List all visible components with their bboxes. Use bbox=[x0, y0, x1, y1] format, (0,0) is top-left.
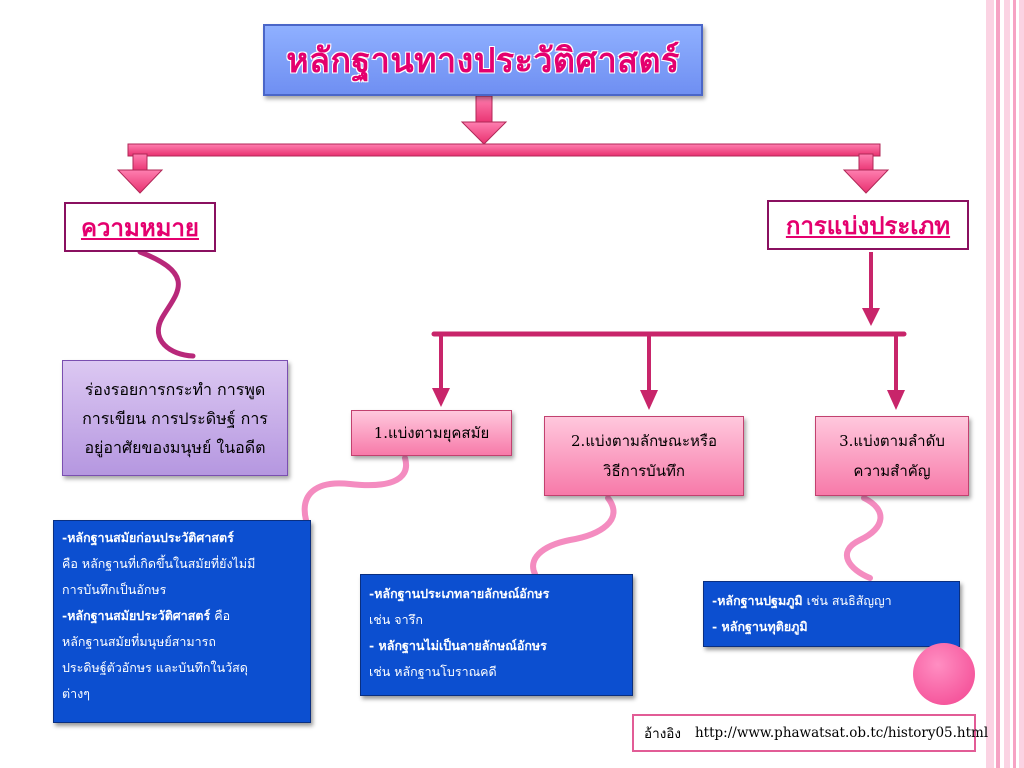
detail-term: -หลักฐานปฐมภูมิ bbox=[712, 593, 803, 608]
detail-line: เช่น หลักฐานโบราณคดี bbox=[369, 664, 497, 679]
meaning-heading-box: ความหมาย bbox=[64, 202, 216, 252]
reference-url[interactable]: http://www.phawatsat.ob.tc/history05.htm… bbox=[694, 725, 989, 741]
border-stripe-5 bbox=[1019, 0, 1024, 768]
left-down-arrow bbox=[116, 153, 164, 194]
category3-down-arrow bbox=[887, 334, 905, 410]
detail-text: คือ bbox=[210, 608, 231, 623]
recording-detail-box: -หลักฐานประเภทลายลักษณ์อักษร เช่น จารึก … bbox=[360, 574, 633, 696]
border-stripe-1 bbox=[986, 0, 994, 768]
classification-heading: การแบ่งประเภท bbox=[785, 211, 951, 240]
detail-line: คือ หลักฐานที่เกิดขึ้นในสมัยที่ยังไม่มี bbox=[62, 556, 256, 571]
detail-text: เช่น สนธิสัญญา bbox=[802, 593, 892, 608]
reference-box: อ้างอิง http://www.phawatsat.ob.tc/histo… bbox=[632, 714, 988, 752]
category-recording-line: วิธีการบันทึก bbox=[603, 462, 685, 480]
detail-term: - หลักฐานไม่เป็นลายลักษณ์อักษร bbox=[369, 638, 547, 653]
detail-term: -หลักฐานสมัยประวัติศาสตร์ bbox=[62, 608, 211, 623]
diagram-title: หลักฐานทางประวัติศาสตร์ bbox=[286, 41, 680, 81]
detail-line: ต่างๆ bbox=[62, 686, 90, 701]
detail-term: - หลักฐานทุติยภูมิ bbox=[712, 619, 808, 634]
definition-line: ร่องรอยการกระทำ การพูด bbox=[84, 379, 266, 399]
importance-detail-box: -หลักฐานปฐมภูมิ เช่น สนธิสัญญา - หลักฐาน… bbox=[703, 581, 960, 647]
category-recording-line: 2.แบ่งตามลักษณะหรือ bbox=[571, 432, 717, 450]
definition-line: การเขียน การประดิษฐ์ การ bbox=[82, 408, 268, 428]
category1-down-arrow bbox=[432, 334, 450, 407]
detail-line: การบันทึกเป็นอักษร bbox=[62, 582, 167, 597]
category-importance-line: 3.แบ่งตามลำดับ bbox=[839, 432, 945, 450]
detail-line: ประดิษฐ์ตัวอักษร และบันทึกในวัสดุ bbox=[62, 660, 248, 675]
classification-heading-box: การแบ่งประเภท bbox=[767, 200, 969, 250]
detail-line: เช่น จารึก bbox=[369, 612, 423, 627]
detail-line: หลักฐานสมัยที่มนุษย์สามารถ bbox=[62, 634, 216, 649]
category2-down-arrow bbox=[640, 334, 658, 410]
category-recording-box: 2.แบ่งตามลักษณะหรือ วิธีการบันทึก bbox=[544, 416, 744, 496]
decorative-circle bbox=[913, 643, 975, 705]
title-down-arrow bbox=[460, 95, 508, 145]
detail-term: -หลักฐานสมัยก่อนประวัติศาสตร์ bbox=[62, 530, 234, 545]
right-down-arrow bbox=[842, 153, 890, 194]
category-era-label: 1.แบ่งตามยุคสมัย bbox=[373, 424, 490, 442]
category-down-arrow bbox=[862, 252, 880, 326]
category3-squiggle bbox=[844, 495, 884, 581]
category-importance-box: 3.แบ่งตามลำดับ ความสำคัญ bbox=[815, 416, 969, 496]
meaning-heading: ความหมาย bbox=[80, 213, 199, 242]
border-stripe-4 bbox=[1013, 0, 1016, 768]
category-era-box: 1.แบ่งตามยุคสมัย bbox=[351, 410, 512, 456]
definition-line: อยู่อาศัยของมนุษย์ ในอดีต bbox=[84, 437, 266, 457]
category1-squiggle bbox=[301, 455, 410, 523]
reference-label: อ้างอิง bbox=[644, 726, 681, 742]
title-box: หลักฐานทางประวัติศาสตร์ bbox=[263, 24, 703, 96]
definition-box: ร่องรอยการกระทำ การพูด การเขียน การประดิ… bbox=[62, 360, 288, 476]
meaning-squiggle bbox=[137, 249, 196, 359]
detail-term: -หลักฐานประเภทลายลักษณ์อักษร bbox=[369, 586, 550, 601]
era-detail-box: -หลักฐานสมัยก่อนประวัติศาสตร์ คือ หลักฐา… bbox=[53, 520, 311, 723]
top-horizontal-bar bbox=[127, 143, 881, 157]
border-stripe-3 bbox=[1004, 0, 1010, 768]
category-importance-line: ความสำคัญ bbox=[853, 462, 931, 480]
category2-squiggle bbox=[530, 495, 617, 577]
border-stripe-2 bbox=[996, 0, 1000, 768]
